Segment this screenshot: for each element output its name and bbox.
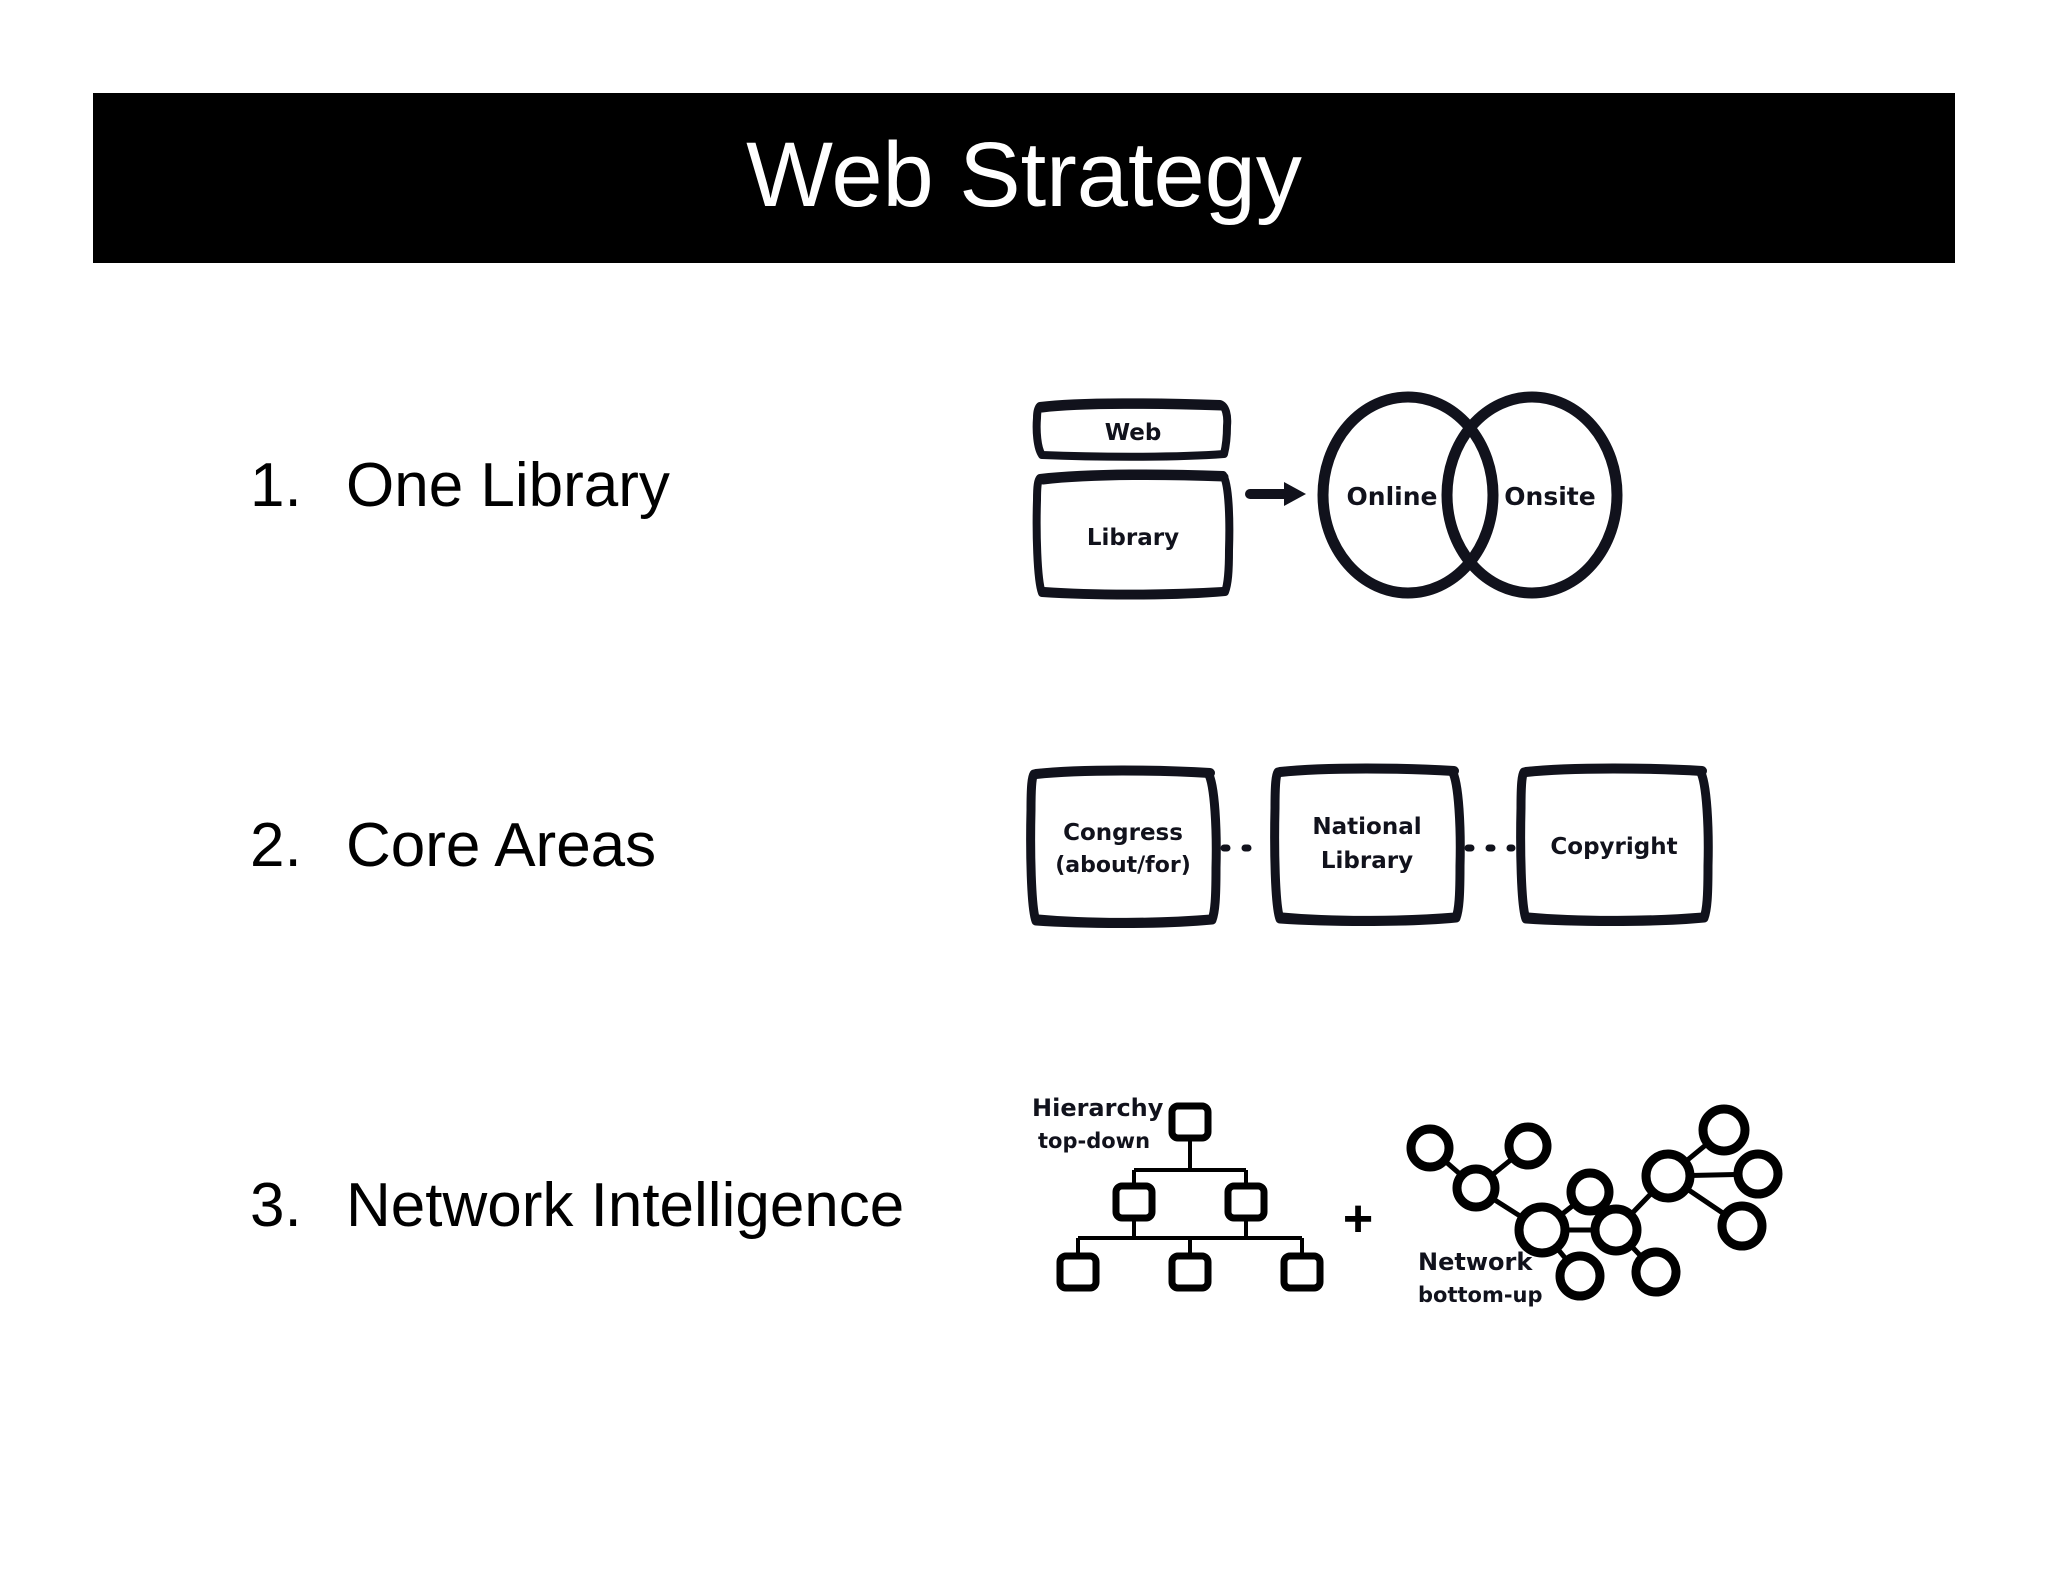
- title-band: Web Strategy: [93, 93, 1955, 263]
- list-item-number: 2.: [250, 811, 302, 880]
- core-area-label-line1: National: [1312, 814, 1421, 840]
- hierarchy-node-leaf-2: [1168, 1252, 1212, 1292]
- venn-label-online: Online: [1347, 482, 1438, 511]
- network-label-line2: bottom-up: [1418, 1283, 1543, 1307]
- right-arrow-icon: [1245, 482, 1306, 506]
- hierarchy-node-leaf-3: [1280, 1252, 1324, 1292]
- list-item-core-areas: 2. Core Areas: [250, 815, 656, 877]
- hierarchy-nodes: [1056, 1102, 1324, 1292]
- core-area-label-line1: Copyright: [1550, 834, 1677, 860]
- library-box: [1032, 469, 1234, 600]
- page-title: Web Strategy: [746, 124, 1302, 226]
- core-area-label-line1: Congress: [1063, 820, 1183, 846]
- hierarchy-edges: [1076, 1136, 1304, 1256]
- network-node: [1631, 1247, 1681, 1297]
- diagram-network-intelligence: Hierarchy top-down: [1020, 1080, 1810, 1330]
- list-item-label: Network Intelligence: [346, 1171, 905, 1240]
- network-node: [1406, 1124, 1454, 1172]
- core-area-label-line2: (about/for): [1055, 853, 1191, 878]
- network-label-line1: Network: [1418, 1248, 1533, 1276]
- diagram-core-areas: Congress (about/for) National Library: [1020, 760, 1720, 940]
- core-area-box-national-library: [1270, 763, 1465, 926]
- core-area-box-copyright: [1516, 763, 1713, 926]
- hierarchy-node-mid-2: [1224, 1182, 1268, 1222]
- network-node: [1504, 1122, 1552, 1170]
- network-nodes: [1406, 1104, 1783, 1301]
- hierarchy-label-line1: Hierarchy: [1032, 1094, 1164, 1122]
- diagram-one-library: Web Library Online Onsite: [1020, 380, 1700, 610]
- web-box-label: Web: [1105, 420, 1162, 446]
- network-node: [1452, 1164, 1500, 1212]
- venn-circle-online: [1317, 391, 1499, 599]
- network-node: [1514, 1202, 1570, 1258]
- venn-circle-onsite: [1441, 391, 1623, 599]
- core-area-label-line2: Library: [1321, 848, 1413, 874]
- list-item-number: 3.: [250, 1171, 302, 1240]
- network-node: [1717, 1201, 1767, 1251]
- network-node: [1733, 1149, 1783, 1199]
- network-node: [1641, 1149, 1695, 1203]
- hierarchy-node-root: [1168, 1102, 1212, 1142]
- network-node: [1555, 1251, 1605, 1301]
- list-item-label: One Library: [346, 451, 670, 520]
- core-area-box-congress: [1026, 765, 1221, 928]
- hierarchy-node-leaf-1: [1056, 1252, 1100, 1292]
- venn-label-onsite: Onsite: [1504, 482, 1595, 511]
- web-box: [1032, 398, 1232, 461]
- hierarchy-label-line2: top-down: [1038, 1129, 1150, 1153]
- network-node: [1566, 1168, 1614, 1216]
- list-item-one-library: 1. One Library: [250, 455, 670, 517]
- list-item-label: Core Areas: [346, 811, 657, 880]
- list-item-network-intelligence: 3. Network Intelligence: [250, 1175, 904, 1237]
- plus-operator: +: [1343, 1190, 1373, 1248]
- network-node: [1590, 1204, 1642, 1256]
- hierarchy-node-mid-1: [1112, 1182, 1156, 1222]
- network-node: [1698, 1104, 1750, 1156]
- library-box-label: Library: [1087, 525, 1179, 551]
- list-item-number: 1.: [250, 451, 302, 520]
